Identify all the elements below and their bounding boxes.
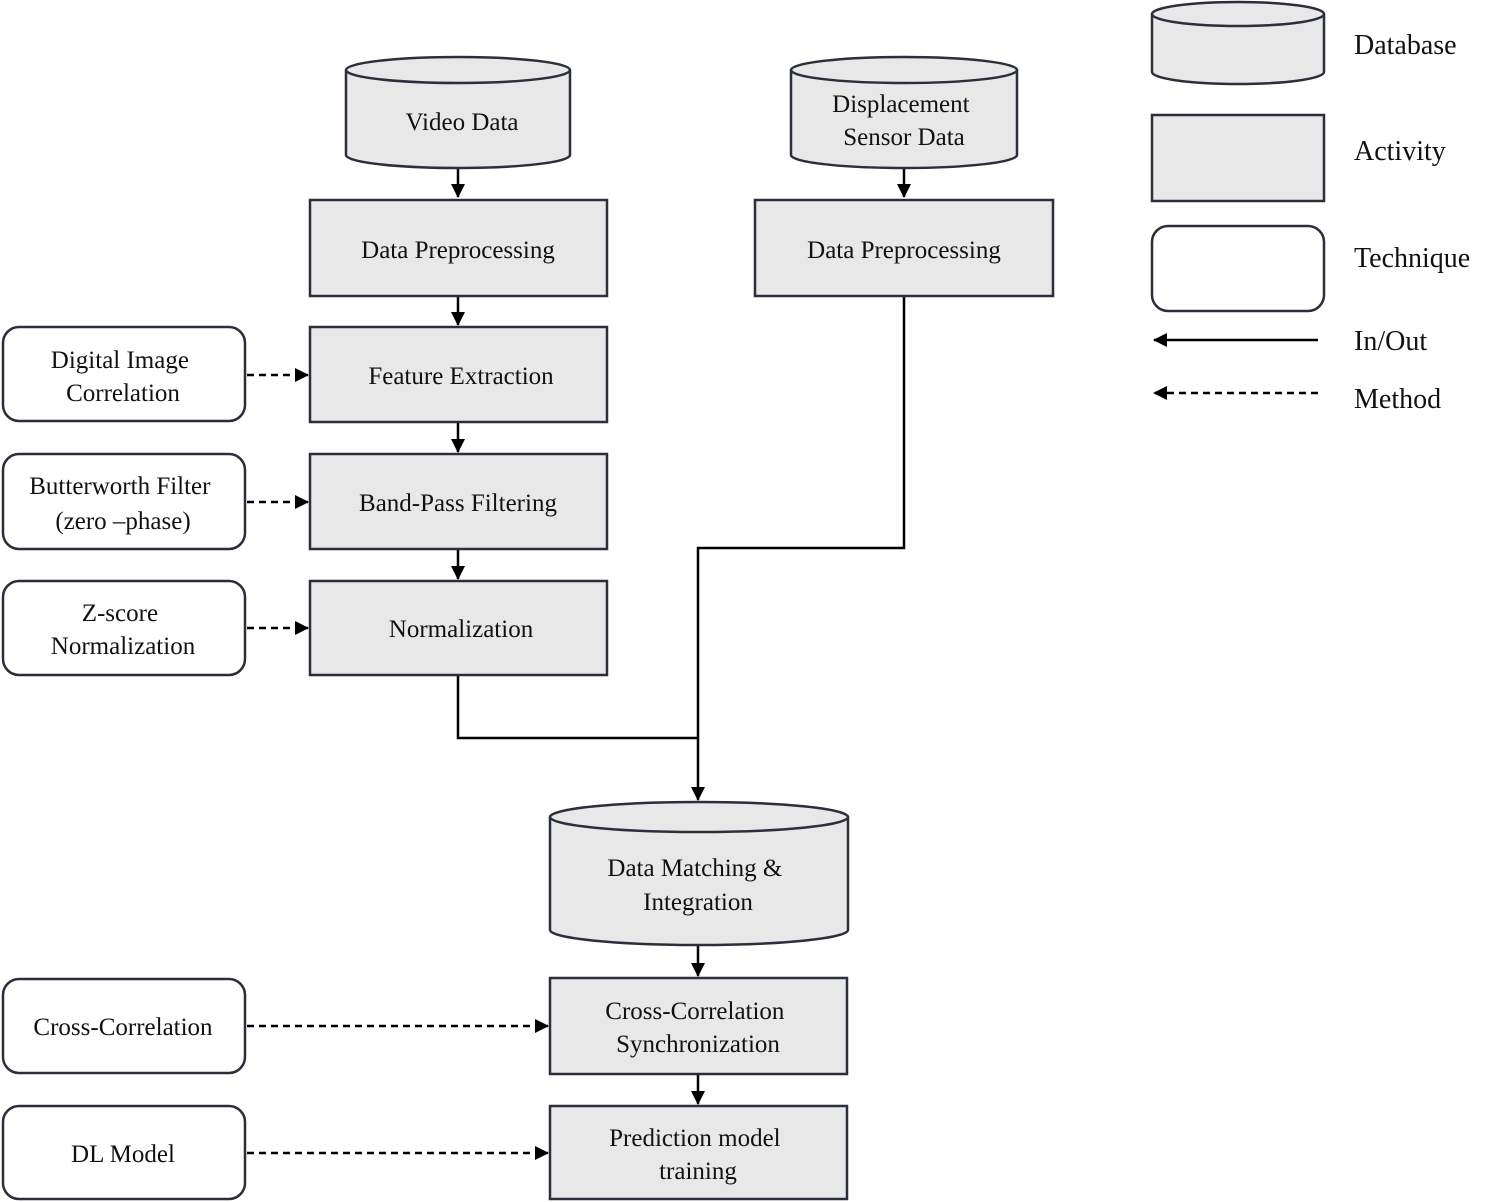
legend: Database Activity Technique In/Out Metho… <box>1150 0 1470 415</box>
legend-database: Database <box>1150 0 1457 86</box>
database-data-matching: Data Matching & Integration <box>548 800 850 947</box>
cross-correlation-sync-label: Cross-Correlation Synchronization <box>605 998 790 1058</box>
technique-cross-correlation: Cross-Correlation <box>1 977 247 1075</box>
svg-text:Band-Pass Filtering: Band-Pass Filtering <box>359 490 557 517</box>
legend-in-out: In/Out <box>1153 326 1427 357</box>
prediction-training-label: Prediction model training <box>609 1125 787 1185</box>
svg-text:Activity: Activity <box>1354 136 1446 167</box>
legend-technique: Technique <box>1150 224 1470 313</box>
svg-text:Feature Extraction: Feature Extraction <box>368 363 554 390</box>
legend-activity: Activity <box>1150 113 1446 203</box>
activity-band-pass-filtering: Band-Pass Filtering <box>308 452 609 551</box>
technique-dl-model: DL Model <box>1 1104 247 1201</box>
line-normalization-to-merge <box>456 675 698 740</box>
activity-normalization: Normalization <box>308 579 609 677</box>
svg-text:Data Preprocessing: Data Preprocessing <box>361 237 555 264</box>
technique-z-score: Z-score Normalization <box>1 579 247 677</box>
svg-text:Normalization: Normalization <box>389 616 534 643</box>
displacement-sensor-label: Displacement Sensor Data <box>832 91 976 151</box>
svg-text:Cross-Correlation: Cross-Correlation <box>33 1014 213 1041</box>
technique-butterworth-filter: Butterworth Filter (zero –phase) <box>1 452 247 551</box>
data-matching-label: Data Matching & Integration <box>607 855 788 916</box>
video-data-label: Video Data <box>405 109 518 136</box>
database-video-data: Video Data <box>344 55 572 170</box>
svg-text:Technique: Technique <box>1354 243 1470 274</box>
activity-cross-correlation-sync: Cross-Correlation Synchronization <box>548 976 849 1076</box>
line-sensor-to-merge <box>696 296 906 738</box>
connectors <box>247 168 911 1160</box>
svg-text:In/Out: In/Out <box>1354 326 1427 357</box>
activity-feature-extraction: Feature Extraction <box>308 325 609 424</box>
dic-label: Digital Image Correlation <box>51 347 195 407</box>
butterworth-label: Butterworth Filter (zero –phase) <box>29 473 216 535</box>
svg-text:DL Model: DL Model <box>71 1141 175 1168</box>
legend-method: Method <box>1153 384 1441 415</box>
activity-data-preprocessing-sensor: Data Preprocessing <box>753 198 1055 298</box>
technique-digital-image-correlation: Digital Image Correlation <box>1 325 247 423</box>
activity-prediction-training: Prediction model training <box>548 1104 849 1201</box>
database-displacement-sensor: Displacement Sensor Data <box>789 55 1019 170</box>
z-score-label: Z-score Normalization <box>51 600 196 660</box>
svg-text:Database: Database <box>1354 30 1457 61</box>
svg-text:Method: Method <box>1354 384 1441 415</box>
svg-text:Data Preprocessing: Data Preprocessing <box>807 237 1001 264</box>
activity-data-preprocessing-video: Data Preprocessing <box>308 198 609 298</box>
